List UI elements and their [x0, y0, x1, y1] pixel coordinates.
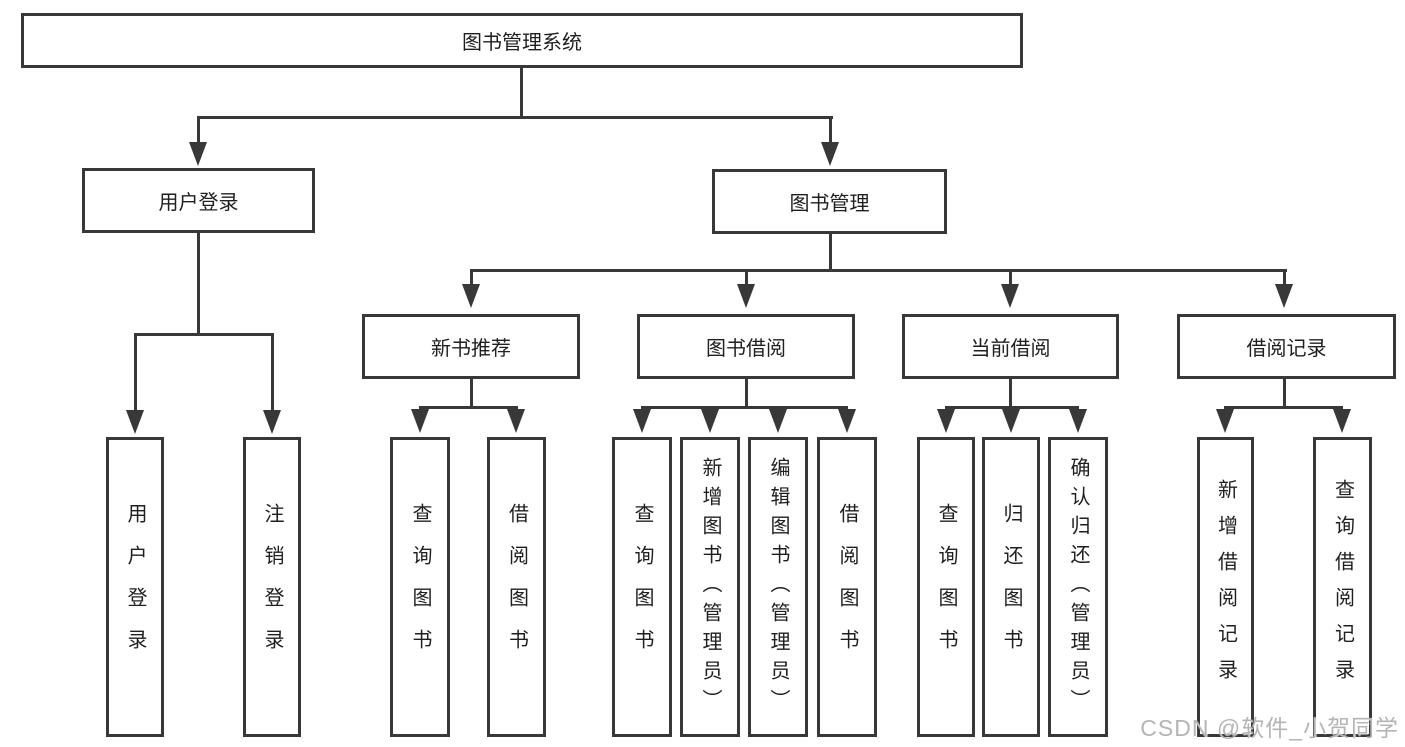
connector-line: [1009, 271, 1012, 284]
connector-line: [470, 269, 1287, 272]
node-label: 查询借阅记录: [1331, 479, 1354, 695]
arrow-down-icon: [462, 284, 480, 308]
leaf-query-books: 查询图书: [390, 437, 450, 737]
connector-line: [829, 118, 832, 144]
connector-line: [829, 233, 832, 271]
node-label: 图书管理: [789, 193, 870, 215]
node-label: 借阅图书: [505, 503, 528, 671]
node-label: 当前借阅: [970, 338, 1051, 360]
arrow-down-icon: [1001, 284, 1019, 308]
connector-line: [1283, 378, 1286, 408]
connector-line: [134, 333, 137, 410]
connector-line: [641, 406, 848, 409]
node-new-book-recommend: 新书推荐: [362, 314, 580, 379]
watermark: CSDN @软件_小贺同学: [1140, 715, 1399, 741]
leaf-query-books: 查询图书: [612, 437, 672, 737]
connector-line: [470, 378, 473, 408]
node-label: 归还图书: [1000, 503, 1022, 671]
connector-line: [271, 333, 274, 410]
node-label: 用户登录: [124, 503, 146, 671]
node-book-borrowing: 图书借阅: [637, 314, 855, 379]
arrow-down-icon: [1069, 409, 1087, 433]
connector-line: [470, 271, 473, 284]
connector-line: [419, 406, 518, 409]
arrow-down-icon: [507, 409, 525, 433]
connector-line: [745, 378, 748, 408]
arrow-down-icon: [769, 409, 787, 433]
node-label: 新书推荐: [431, 338, 511, 360]
arrow-down-icon: [1333, 409, 1351, 433]
arrow-down-icon: [937, 409, 955, 433]
leaf-add-borrow-record: 新增借阅记录: [1197, 437, 1254, 737]
node-book-management: 图书管理: [712, 169, 947, 234]
arrow-down-icon: [737, 284, 755, 308]
arrow-down-icon: [1216, 409, 1234, 433]
node-label: 用户登录: [158, 192, 239, 214]
connector-line: [745, 271, 748, 284]
leaf-return-books: 归还图书: [982, 437, 1040, 737]
leaf-user-login: 用户登录: [106, 437, 164, 737]
connector-line: [1009, 378, 1012, 408]
connector-line: [945, 406, 1079, 409]
node-label: 查询图书: [409, 503, 431, 671]
node-label: 注销登录: [261, 503, 283, 671]
node-label: 查询图书: [935, 503, 957, 671]
arrow-down-icon: [126, 410, 144, 434]
connector-line: [197, 232, 200, 335]
leaf-borrow-books: 借阅图书: [817, 437, 877, 737]
leaf-edit-books-admin: 编辑图书（管理员）: [748, 437, 808, 737]
node-label: 确认归还（管理员）: [1067, 456, 1089, 718]
node-library-management-system: 图书管理系统: [21, 13, 1023, 68]
node-label: 借阅图书: [836, 503, 858, 671]
arrow-down-icon: [701, 409, 719, 433]
connector-line: [197, 116, 833, 119]
connector-line: [1283, 271, 1286, 284]
arrow-down-icon: [821, 142, 839, 166]
arrow-down-icon: [263, 410, 281, 434]
connector-line: [197, 118, 200, 144]
leaf-query-borrow-record: 查询借阅记录: [1313, 437, 1372, 737]
arrow-down-icon: [189, 142, 207, 166]
node-label: 图书管理系统: [462, 32, 582, 54]
connector-line: [134, 333, 274, 336]
leaf-confirm-return-admin: 确认归还（管理员）: [1048, 437, 1108, 737]
node-current-borrowing: 当前借阅: [902, 314, 1119, 379]
leaf-borrow-books: 借阅图书: [487, 437, 546, 737]
arrow-down-icon: [411, 409, 429, 433]
node-label: 查询图书: [631, 503, 653, 671]
arrow-down-icon: [838, 409, 856, 433]
arrow-down-icon: [1002, 409, 1020, 433]
leaf-add-books-admin: 新增图书（管理员）: [680, 437, 740, 737]
node-borrowing-records: 借阅记录: [1177, 314, 1396, 379]
node-label: 编辑图书（管理员）: [767, 456, 789, 718]
node-label: 图书借阅: [706, 338, 786, 360]
node-label: 新增图书（管理员）: [699, 456, 721, 718]
leaf-query-books: 查询图书: [917, 437, 975, 737]
leaf-logout: 注销登录: [243, 437, 301, 737]
connector-line: [520, 68, 523, 117]
connector-line: [1224, 406, 1343, 409]
node-user-login: 用户登录: [82, 168, 315, 233]
node-label: 借阅记录: [1246, 338, 1327, 360]
arrow-down-icon: [1275, 284, 1293, 308]
node-label: 新增借阅记录: [1214, 479, 1237, 695]
arrow-down-icon: [633, 409, 651, 433]
